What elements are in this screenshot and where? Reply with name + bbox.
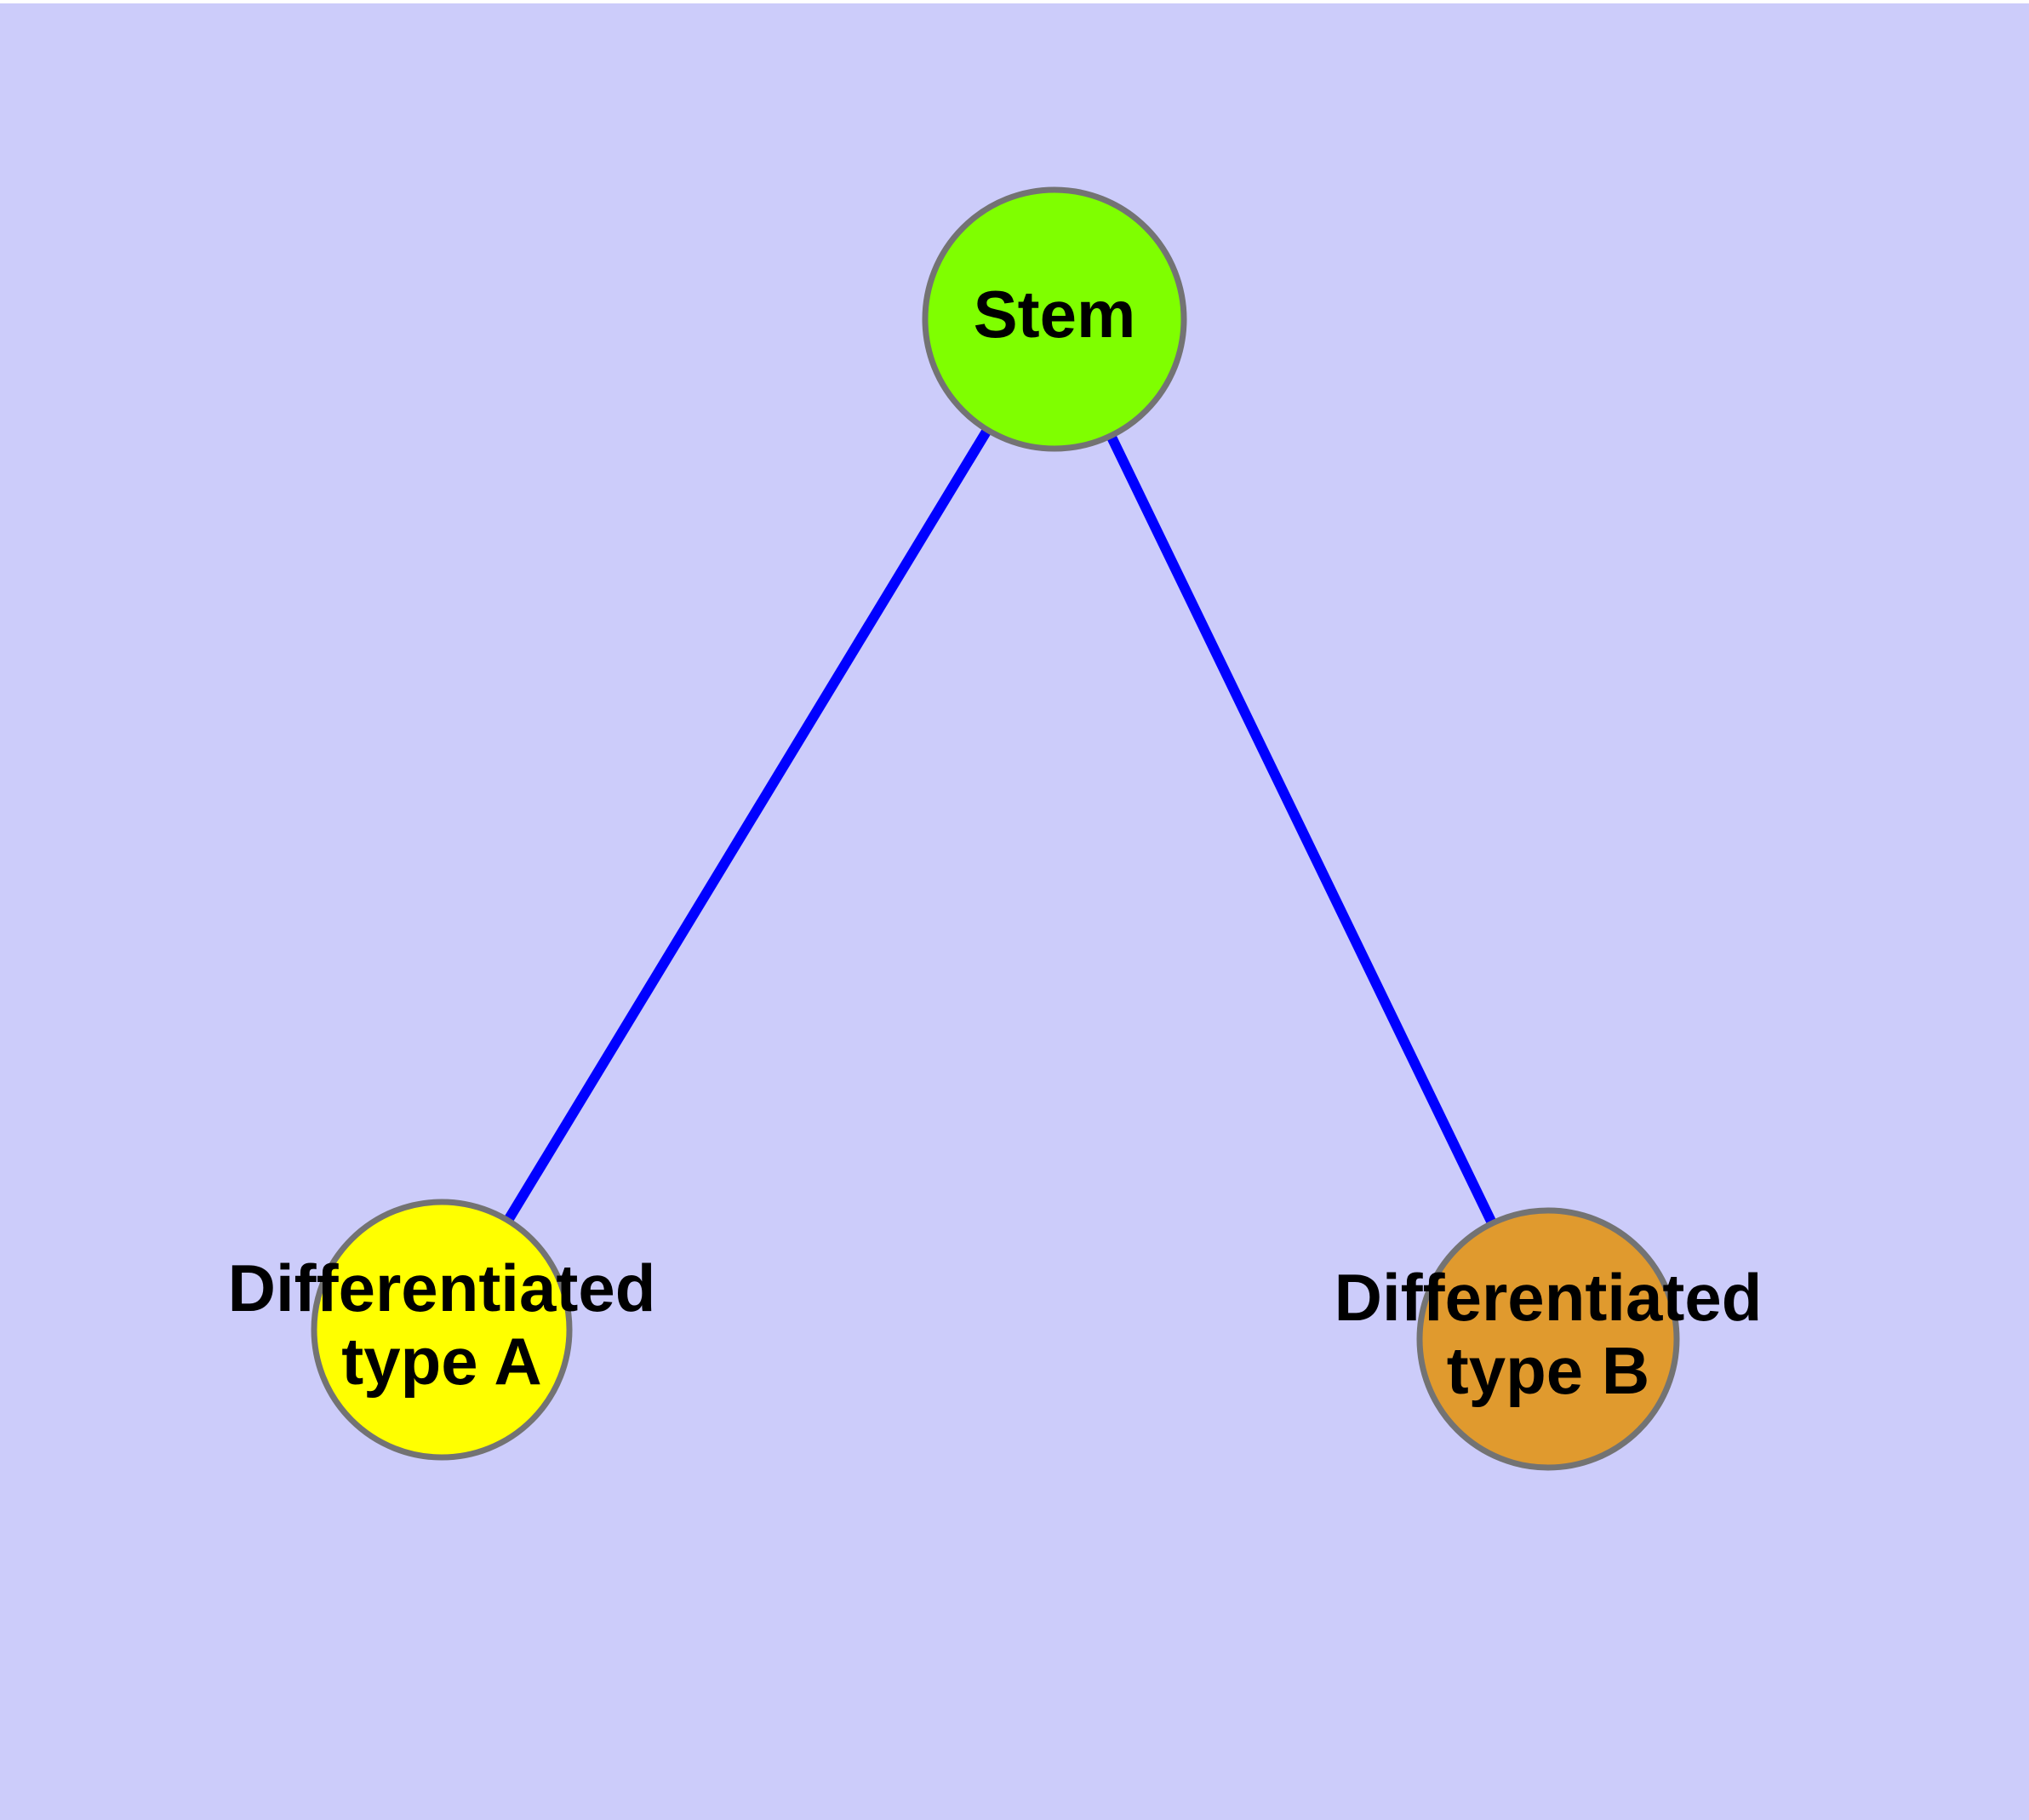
nodes-layer: [311, 186, 1680, 1471]
edge-stem-diff-a[interactable]: [437, 316, 1060, 1333]
node-diff_b[interactable]: [1416, 1207, 1680, 1471]
edge-stem-diff-b[interactable]: [1049, 317, 1553, 1342]
node-label-stem: Stem: [974, 277, 1136, 352]
node-diff_a[interactable]: [311, 1199, 573, 1461]
node-stem[interactable]: [922, 186, 1187, 452]
edges-layer: [437, 316, 1553, 1342]
